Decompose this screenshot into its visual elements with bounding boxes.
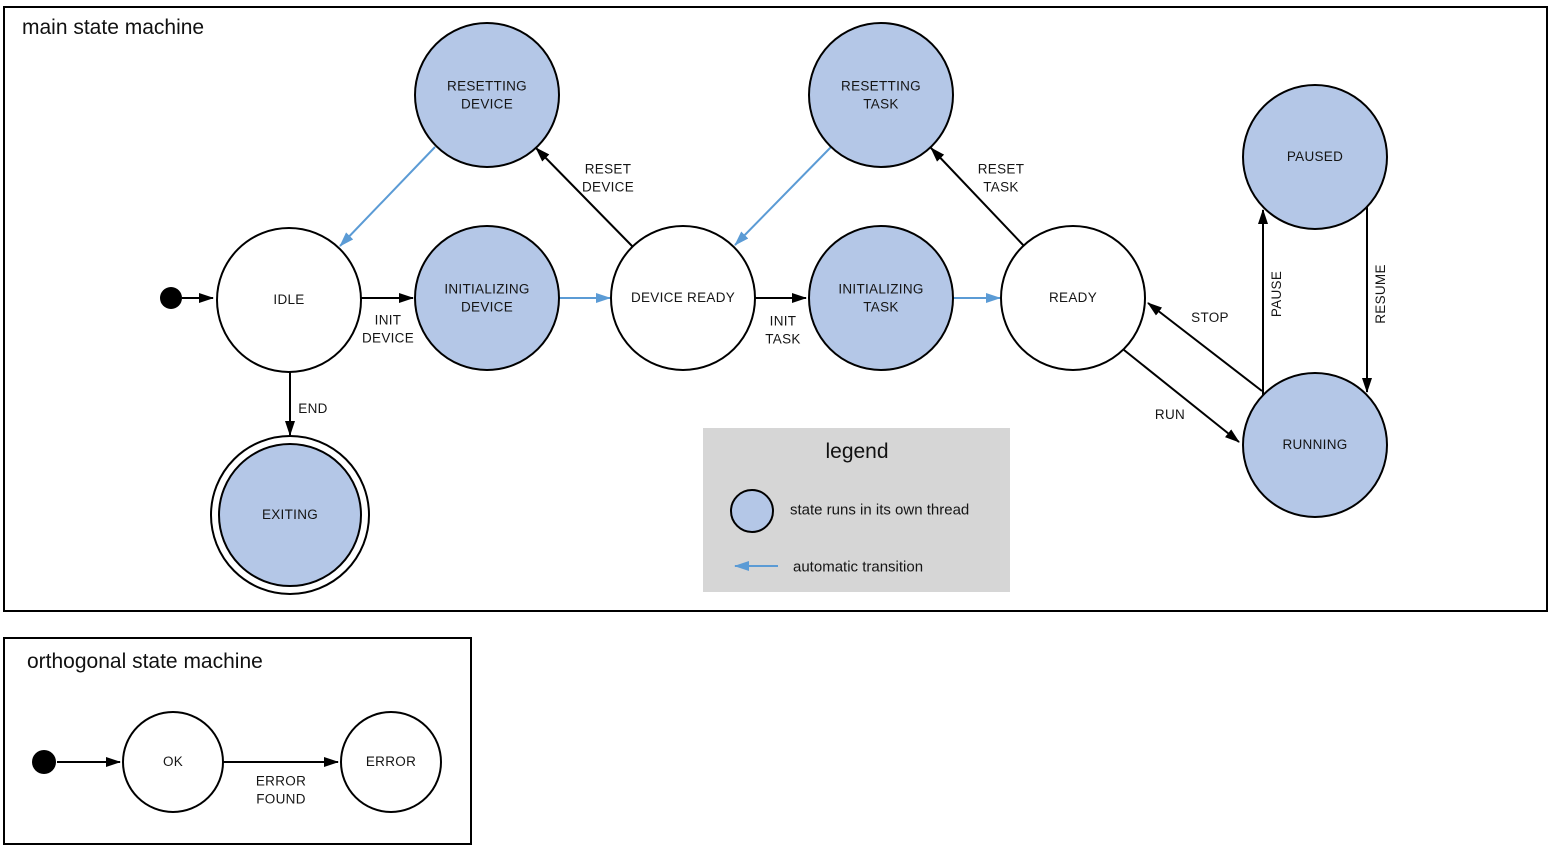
legend-thread-state-swatch (730, 489, 774, 533)
state-label-initializing-device: INITIALIZING DEVICE (444, 281, 530, 314)
transition-label-pause: PAUSE (1269, 270, 1285, 318)
orthogonal-machine-title: orthogonal state machine (27, 650, 263, 673)
state-label-resetting-task: RESETTING TASK (841, 78, 921, 111)
transition-label-end: END (298, 401, 328, 417)
state-circle-ok (122, 711, 224, 813)
state-circle-initializing-task (808, 225, 954, 371)
auto-transition-resetting-task-to-device-ready-arrow (734, 146, 832, 246)
state-label-idle: IDLE (273, 292, 305, 308)
legend-title: legend (825, 440, 889, 463)
state-label-ready: READY (1048, 290, 1098, 306)
transition-label-run: RUN (1154, 407, 1186, 423)
main-state-machine-frame (3, 6, 1548, 612)
auto-transition-resetting-device-to-idle-arrow (339, 146, 436, 247)
transition-label-reset-device: RESET DEVICE (581, 161, 635, 194)
state-circle-idle (216, 227, 362, 373)
transition-label-reset-task: RESET TASK (977, 161, 1025, 194)
transition-stop-arrow (1147, 302, 1263, 392)
state-circle-error (340, 711, 442, 813)
legend-thread-label: state runs in its own thread (790, 501, 970, 519)
state-label-error: ERROR (365, 754, 417, 770)
transition-label-init-device: INIT DEVICE (361, 312, 415, 345)
legend-auto-label: automatic transition (793, 558, 924, 576)
orthogonal-state-machine-frame (3, 637, 472, 845)
state-label-exiting: EXITING (261, 507, 319, 523)
state-label-ok: OK (162, 754, 184, 770)
state-label-paused: PAUSED (1286, 149, 1344, 165)
state-circle-resetting-task (808, 22, 954, 168)
initial-state-dot-orthogonal (32, 750, 56, 774)
state-circle-paused (1242, 84, 1388, 230)
transition-reset-task-arrow (930, 147, 1026, 248)
transition-label-init-task: INIT TASK (765, 313, 801, 346)
state-circle-initializing-device (414, 225, 560, 371)
transition-run-arrow (1123, 349, 1240, 443)
state-circle-ready (1000, 225, 1146, 371)
transition-label-stop: STOP (1191, 310, 1229, 326)
state-label-running: RUNNING (1282, 437, 1348, 453)
state-label-device-ready: DEVICE READY (630, 290, 736, 306)
state-circle-device-ready (610, 225, 756, 371)
state-label-initializing-task: INITIALIZING TASK (838, 281, 924, 314)
state-circle-resetting-device (414, 22, 560, 168)
state-circle-running (1242, 372, 1388, 518)
state-label-resetting-device: RESETTING DEVICE (447, 78, 527, 111)
main-machine-title: main state machine (22, 16, 205, 39)
transition-reset-device-arrow (535, 147, 634, 248)
state-circle-exiting (218, 443, 362, 587)
transition-label-resume: RESUME (1373, 264, 1389, 324)
initial-state-dot-main (160, 287, 182, 309)
transition-label-error-found: ERROR FOUND (255, 773, 307, 806)
